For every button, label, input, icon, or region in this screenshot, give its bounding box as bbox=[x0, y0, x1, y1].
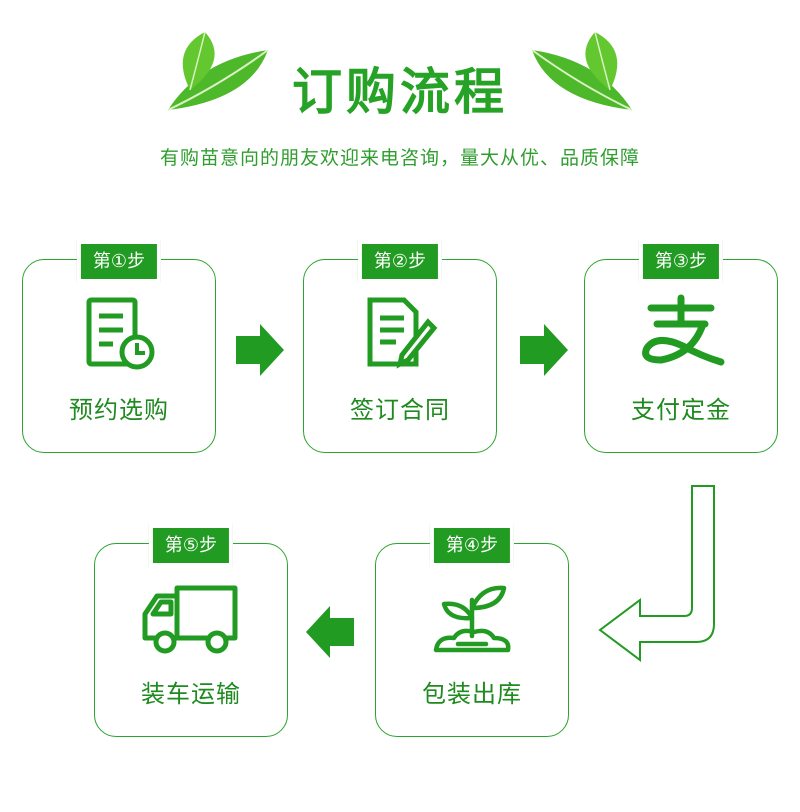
page-subtitle: 有购苗意向的朋友欢迎来电咨询，量大从优、品质保障 bbox=[159, 147, 640, 169]
right-leaves-icon bbox=[531, 31, 633, 111]
step-card-4: 第④步 包装出库 bbox=[375, 524, 569, 737]
left-leaves-icon bbox=[167, 31, 269, 111]
header: 订购流程 有购苗意向的朋友欢迎来电咨询，量大从优、品质保障 bbox=[0, 0, 800, 200]
page-title: 订购流程 bbox=[292, 63, 508, 121]
step-label: 包装出库 bbox=[422, 680, 522, 708]
step-label: 预约选购 bbox=[69, 396, 169, 424]
step-label: 支付定金 bbox=[631, 396, 731, 424]
truck-icon bbox=[95, 578, 287, 658]
step-badge: 第③步 bbox=[638, 240, 724, 283]
step-badge: 第①步 bbox=[76, 240, 162, 283]
schedule-document-icon bbox=[23, 294, 215, 374]
seedling-icon bbox=[376, 578, 568, 658]
contract-signing-icon bbox=[304, 294, 496, 374]
alipay-icon bbox=[585, 294, 777, 374]
step-badge: 第④步 bbox=[429, 524, 515, 567]
left-arrow-icon bbox=[306, 606, 354, 658]
step-label: 装车运输 bbox=[141, 680, 241, 708]
step-label: 签订合同 bbox=[350, 396, 450, 424]
turn-arrow-icon bbox=[598, 485, 715, 662]
step-badge: 第②步 bbox=[357, 240, 443, 283]
step-card-3: 第③步 支付定金 bbox=[584, 240, 778, 453]
step-card-1: 第①步 预约选购 bbox=[22, 240, 216, 453]
step-card-2: 第②步 签订合同 bbox=[303, 240, 497, 453]
right-arrow-icon bbox=[236, 324, 284, 376]
step-card-5: 第⑤步 装车运输 bbox=[94, 524, 288, 737]
right-arrow-icon bbox=[520, 324, 568, 376]
step-badge: 第⑤步 bbox=[148, 524, 234, 567]
